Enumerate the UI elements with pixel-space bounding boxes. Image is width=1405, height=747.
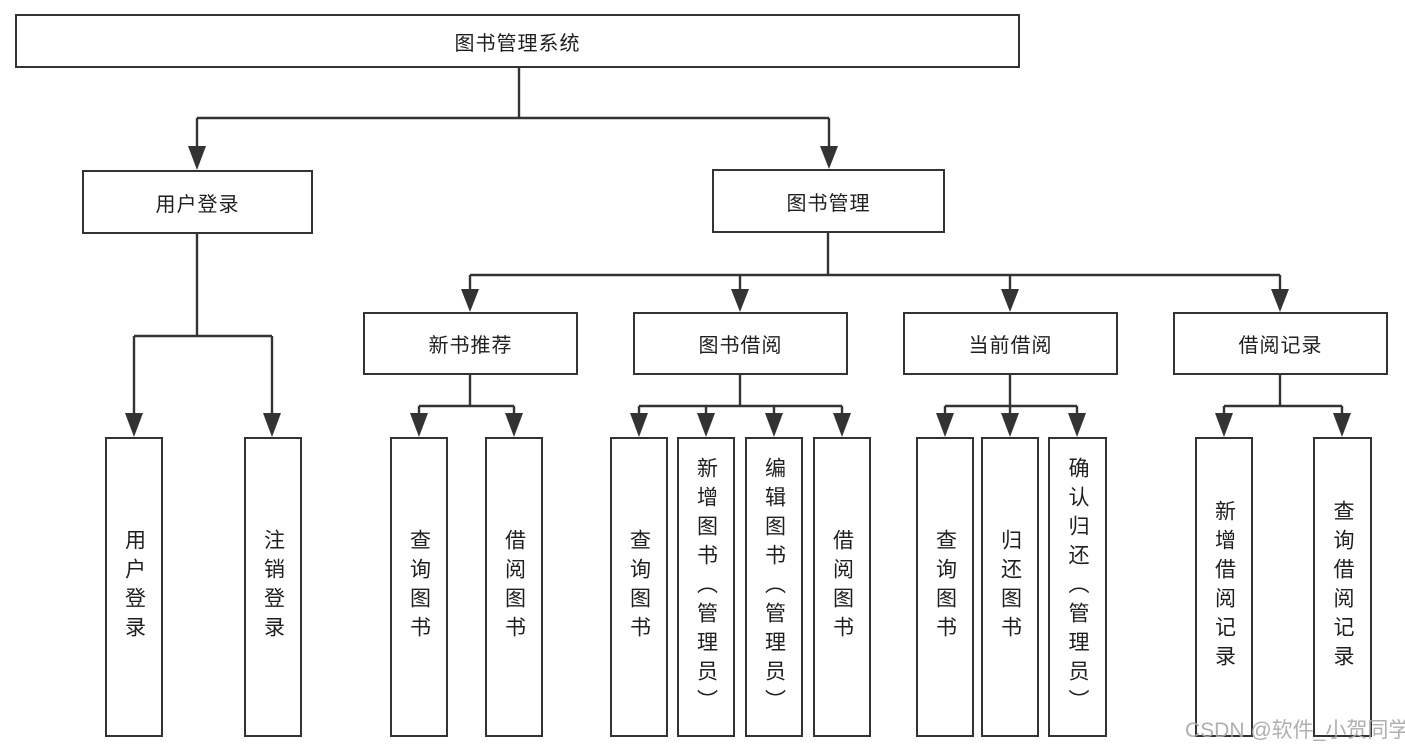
leaf-user-login: 用户登录 [105,437,163,737]
node-current-borrow-label: 当前借阅 [968,335,1053,357]
node-root-label: 图书管理系统 [454,32,581,55]
node-root: 图书管理系统 [15,14,1020,68]
leaf-cb-confirm-return-label: 确认归还（管理员） [1066,456,1089,718]
leaf-bb-query-book: 查询图书 [610,437,668,737]
leaf-bb-query-book-label: 查询图书 [627,529,651,645]
leaf-cb-confirm-return: 确认归还（管理员） [1048,437,1107,737]
leaf-br-add-record: 新增借阅记录 [1195,437,1253,737]
node-book-management-label: 图书管理 [786,192,871,215]
node-new-book-recommend-label: 新书推荐 [428,335,513,357]
leaf-nbr-query-book: 查询图书 [390,437,448,737]
leaf-logout-label: 注销登录 [261,529,285,645]
leaf-bb-borrow-book: 借阅图书 [813,437,871,737]
node-borrow-record-label: 借阅记录 [1238,335,1323,357]
node-book-borrow: 图书借阅 [633,312,848,375]
leaf-br-query-record: 查询借阅记录 [1313,437,1372,737]
leaf-nbr-query-book-label: 查询图书 [407,529,431,645]
node-user-login-label: 用户登录 [155,193,240,216]
leaf-user-login-label: 用户登录 [122,529,146,645]
node-new-book-recommend: 新书推荐 [363,312,578,375]
leaf-cb-return-book: 归还图书 [981,437,1039,737]
leaf-cb-query-book: 查询图书 [916,437,974,737]
leaf-br-query-record-label: 查询借阅记录 [1331,500,1354,674]
node-user-login: 用户登录 [82,170,313,234]
leaf-bb-borrow-book-label: 借阅图书 [830,529,854,645]
leaf-bb-edit-book-label: 编辑图书（管理员） [762,456,786,718]
node-current-borrow: 当前借阅 [903,312,1118,375]
csdn-watermark: CSDN @软件_小贺同学 [1185,719,1405,742]
leaf-bb-edit-book: 编辑图书（管理员） [745,437,803,737]
leaf-nbr-borrow-book-label: 借阅图书 [502,529,526,645]
node-borrow-record: 借阅记录 [1173,312,1388,375]
leaf-cb-query-book-label: 查询图书 [933,529,957,645]
leaf-bb-add-book: 新增图书（管理员） [677,437,735,737]
node-book-borrow-label: 图书借阅 [698,335,783,357]
leaf-nbr-borrow-book: 借阅图书 [485,437,543,737]
node-book-management: 图书管理 [712,169,945,233]
leaf-br-add-record-label: 新增借阅记录 [1212,500,1236,674]
arrowheads [125,146,1351,437]
leaf-bb-add-book-label: 新增图书（管理员） [694,456,718,718]
leaf-cb-return-book-label: 归还图书 [998,529,1022,645]
leaf-logout: 注销登录 [244,437,302,737]
